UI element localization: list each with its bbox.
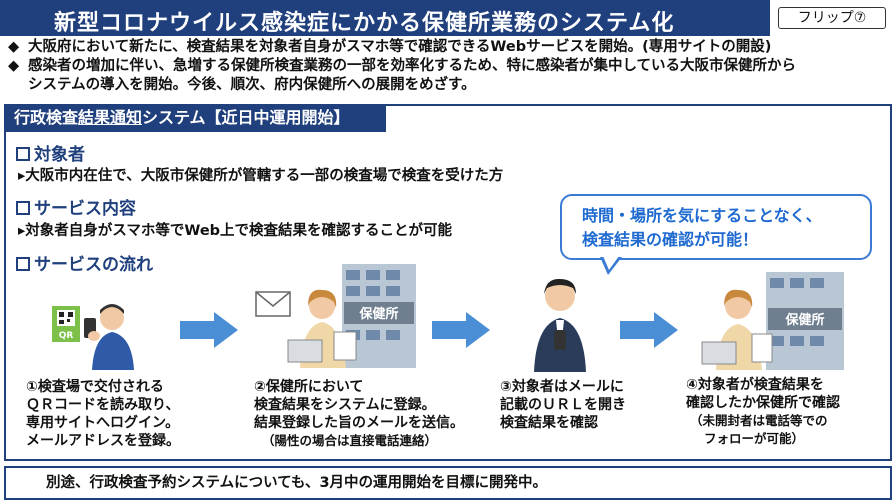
system-panel	[4, 104, 892, 461]
step-1-text: ①検査場で交付される ＱＲコードを読み取り、 専用サイトへログイン。 メールアド…	[26, 378, 180, 450]
bubble-line-2: 検査結果の確認が可能！	[582, 230, 759, 249]
bullet-text: 感染者の増加に伴い、急増する保健所検査業務の一部を効率化するため、特に感染者が集…	[28, 58, 797, 74]
service-heading: サービス内容	[16, 194, 136, 219]
smartphone-icon	[554, 330, 566, 350]
footer-note: 別途、行政検査予約システムについても、3月中の運用開始を目標に開発中。	[4, 466, 892, 500]
subject-with-phone-illustration	[534, 278, 586, 372]
step-4-text: ④対象者が検査結果を 確認したか保健所で確認 （未開封者は電話等での フォローが…	[686, 376, 840, 448]
health-center-confirmation-illustration: 保健所	[701, 272, 844, 370]
building-sign-1: 保健所	[358, 306, 398, 322]
person-scanning-qr-illustration: QR	[52, 304, 134, 370]
step-line: ③対象者はメールに	[500, 379, 624, 395]
bullet-item: ◆ 大阪府において新たに、検査結果を対象者自身がスマホ等で確認できるWebサービ…	[4, 38, 892, 57]
checkbox-icon	[16, 201, 30, 215]
summary-bullets: ◆ 大阪府において新たに、検査結果を対象者自身がスマホ等で確認できるWebサービ…	[4, 38, 892, 95]
step-line: ②保健所において	[254, 379, 364, 395]
bullet-indent	[4, 76, 28, 95]
target-body: ▸大阪市内在住で、大阪市保健所が管轄する一部の検査場で検査を受けた方	[18, 168, 504, 184]
title-bar: 新型コロナウイルス感染症にかかる保健所業務のシステム化	[0, 0, 770, 36]
checkbox-icon	[16, 257, 30, 271]
step-line: ①検査場で交付される	[26, 379, 164, 395]
step-line: ④対象者が検査結果を	[686, 377, 824, 393]
step-line: 専用サイトへログイン。	[26, 415, 180, 431]
bubble-tail-inner	[603, 256, 619, 270]
panel-tab-title: 行政検査結果通知システム【近日中運用開始】	[4, 104, 386, 132]
header: 新型コロナウイルス感染症にかかる保健所業務のシステム化 フリップ⑦	[0, 0, 896, 36]
step-line: ＱＲコードを読み取り、	[26, 397, 180, 413]
flow-heading: サービスの流れ	[16, 250, 153, 275]
document-icon	[751, 333, 773, 363]
step-3-text: ③対象者はメールに 記載のＵＲＬを開き 検査結果を確認	[500, 378, 626, 432]
diamond-bullet-icon: ◆	[8, 39, 20, 55]
building-sign-2: 保健所	[784, 312, 824, 328]
step-line: 検査結果を確認	[500, 415, 598, 431]
page-title: 新型コロナウイルス感染症にかかる保健所業務のシステム化	[54, 11, 675, 36]
tab-title-underlined: 結果通知	[78, 108, 143, 127]
step-line: 確認したか保健所で確認	[686, 395, 840, 411]
flip-number-badge: フリップ⑦	[778, 7, 886, 29]
laptop-icon	[287, 339, 323, 363]
bullet-text: 大阪府において新たに、検査結果を対象者自身がスマホ等で確認できるWebサービスを…	[28, 39, 772, 55]
step-note: （未開封者は電話等での	[690, 413, 828, 428]
service-heading-label: サービス内容	[34, 199, 136, 219]
service-body: ▸対象者自身がスマホ等でWeb上で検査結果を確認することが可能	[18, 223, 453, 239]
bubble-line-1: 時間・場所を気にすることなく、	[582, 206, 822, 225]
checkbox-icon	[16, 147, 30, 161]
health-center-staff-illustration: 保健所	[255, 264, 416, 368]
step-2-text: ②保健所において 検査結果をシステムに登録。 結果登録した旨のメールを送信。 （…	[254, 378, 464, 450]
laptop-icon	[701, 341, 737, 365]
step-note: （陽性の場合は直接電話連絡）	[262, 433, 438, 448]
bullet-item: ◆ 感染者の増加に伴い、急増する保健所検査業務の一部を効率化するため、特に感染者…	[4, 57, 892, 76]
flow-arrow-icon	[180, 312, 238, 348]
step-line: 結果登録した旨のメールを送信。	[254, 415, 464, 431]
tab-title-suffix: システム【近日中運用開始】	[142, 108, 350, 127]
step-line: メールアドレスを登録。	[26, 433, 180, 449]
step-line: 記載のＵＲＬを開き	[500, 397, 626, 413]
flow-arrow-icon	[620, 312, 678, 348]
bullet-text: システムの導入を開始。今後、順次、府内保健所への展開をめざす。	[28, 77, 476, 93]
diamond-bullet-icon: ◆	[8, 58, 20, 74]
document-icon	[333, 331, 357, 361]
step-line: 検査結果をシステムに登録。	[254, 397, 436, 413]
bullet-item: システムの導入を開始。今後、順次、府内保健所への展開をめざす。	[4, 76, 892, 95]
speech-bubble: 時間・場所を気にすることなく、 検査結果の確認が可能！	[560, 194, 872, 260]
target-heading-label: 対象者	[34, 145, 85, 165]
target-heading: 対象者	[16, 140, 85, 165]
flow-heading-label: サービスの流れ	[34, 255, 153, 275]
step-note: フォローが可能）	[704, 431, 805, 446]
qr-label: QR	[59, 331, 74, 341]
tab-title-prefix: 行政検査	[14, 108, 79, 127]
flow-arrow-icon	[432, 312, 490, 348]
